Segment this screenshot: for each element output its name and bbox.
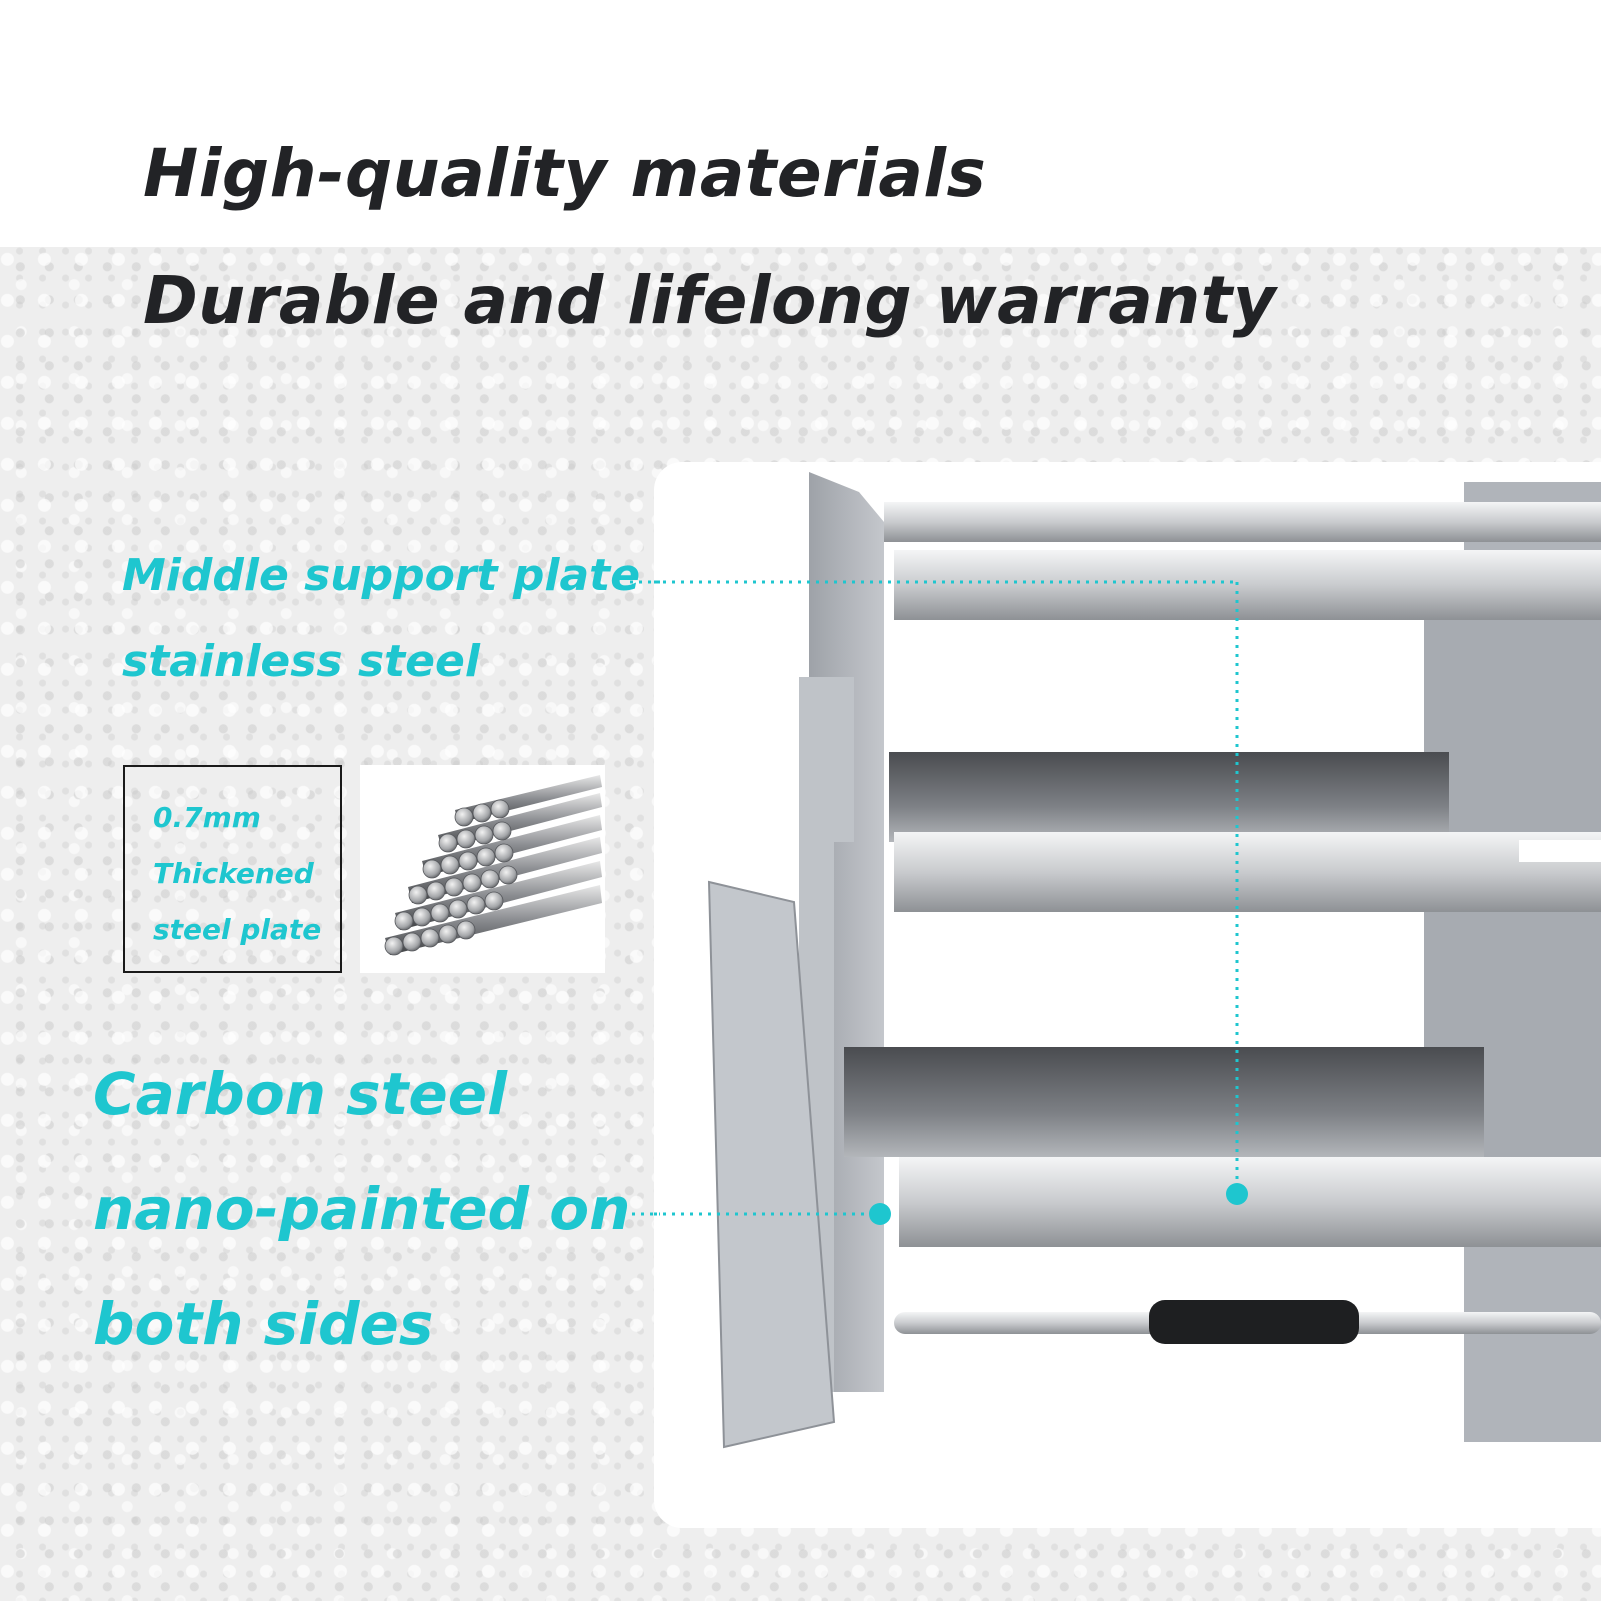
rod-bundle [384, 775, 602, 956]
product-image-panel [654, 462, 1601, 1528]
carbon-steel-label: Carbon steel [93, 1060, 507, 1128]
headline-quality: High-quality materials [143, 135, 987, 212]
carbon-steel-finish: nano-painted on [93, 1175, 631, 1243]
header-band [0, 0, 1601, 247]
carbon-steel-sides: both sides [93, 1290, 434, 1358]
middle-support-material: stainless steel [122, 636, 480, 687]
thickness-material: steel plate [153, 913, 322, 946]
pull-down-basket-illustration [654, 472, 1601, 1449]
thickness-value: 0.7mm [153, 801, 261, 834]
middle-support-label: Middle support plate [122, 550, 641, 601]
steel-rods-image [360, 765, 605, 973]
thickness-callout-box: 0.7mm Thickened steel plate [123, 765, 342, 973]
thickness-word: Thickened [153, 857, 314, 890]
headline-warranty: Durable and lifelong warranty [143, 262, 1277, 339]
